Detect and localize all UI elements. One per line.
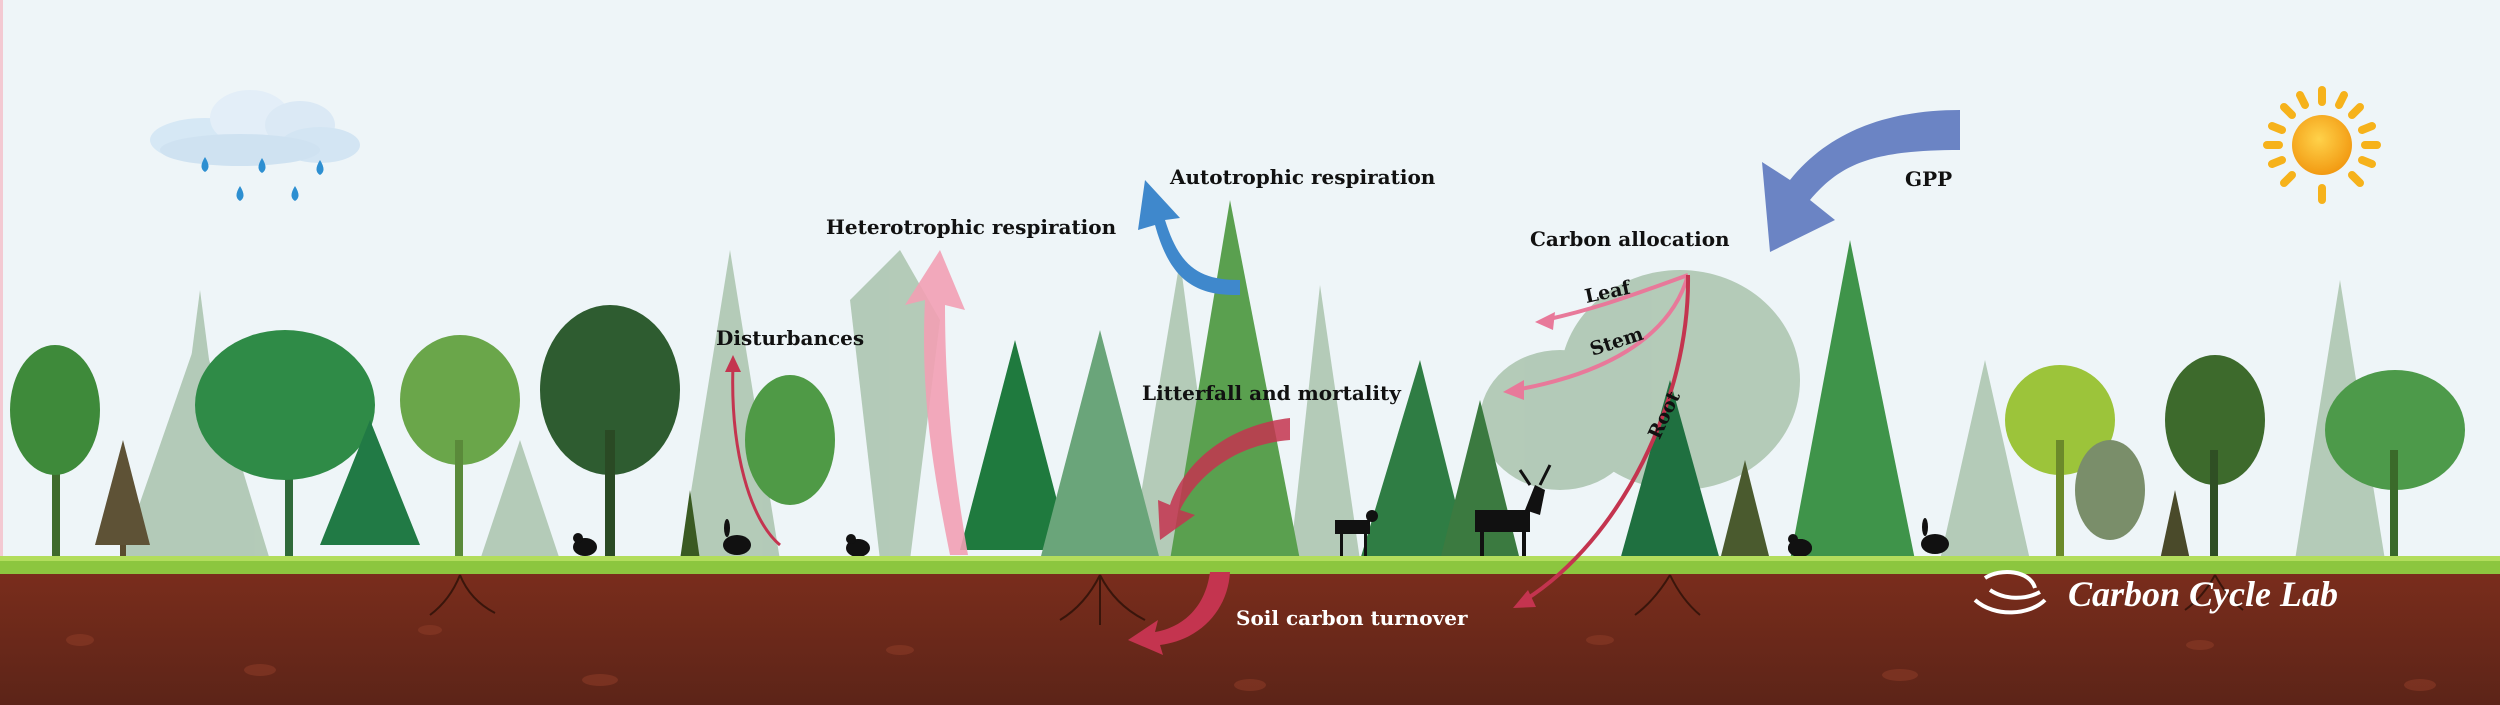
animals bbox=[573, 464, 1949, 568]
gpp-label: GPP bbox=[1905, 167, 1952, 191]
grass-highlight bbox=[0, 556, 2500, 561]
litterfall-arrow bbox=[1158, 418, 1290, 540]
gpp-arrow bbox=[1762, 110, 1960, 252]
disturbances-arrow bbox=[725, 355, 781, 547]
autotrophic-respiration-label: Autotrophic respiration bbox=[1169, 165, 1436, 189]
root-allocation-arrow bbox=[1513, 274, 1691, 608]
soil-carbon-turnover-label: Soil carbon turnover bbox=[1236, 606, 1468, 630]
left-edge-line bbox=[0, 0, 3, 705]
squirrel-icon-2 bbox=[846, 534, 870, 557]
autotrophic-respiration-arrow bbox=[1138, 180, 1240, 296]
roots bbox=[429, 574, 2244, 625]
leaf-allocation-arrow bbox=[1535, 273, 1689, 330]
disturbances-label: Disturbances bbox=[716, 326, 864, 350]
brand-name: Carbon Cycle Lab bbox=[2068, 574, 2338, 614]
heterotrophic-respiration-arrow bbox=[905, 250, 968, 555]
elk-icon bbox=[1475, 464, 1552, 568]
stem-allocation-arrow bbox=[1503, 274, 1690, 400]
squirrel-icon-4 bbox=[1788, 539, 1812, 557]
deer-icon-small bbox=[1335, 510, 1378, 556]
rabbit-icon bbox=[723, 519, 751, 555]
carbon-cycle-lab-logo-icon bbox=[1973, 570, 2047, 615]
heterotrophic-respiration-label: Heterotrophic respiration bbox=[826, 215, 1117, 239]
rain-cloud-icon bbox=[150, 90, 360, 201]
soil-carbon-turnover-arrow bbox=[1128, 572, 1230, 655]
soil-stones bbox=[66, 625, 2436, 691]
litterfall-mortality-label: Litterfall and mortality bbox=[1142, 381, 1402, 405]
carbon-allocation-label: Carbon allocation bbox=[1530, 227, 1730, 251]
sun-icon bbox=[2263, 86, 2381, 204]
squirrel-icon bbox=[573, 533, 597, 556]
rabbit-icon-2 bbox=[1921, 518, 1949, 554]
